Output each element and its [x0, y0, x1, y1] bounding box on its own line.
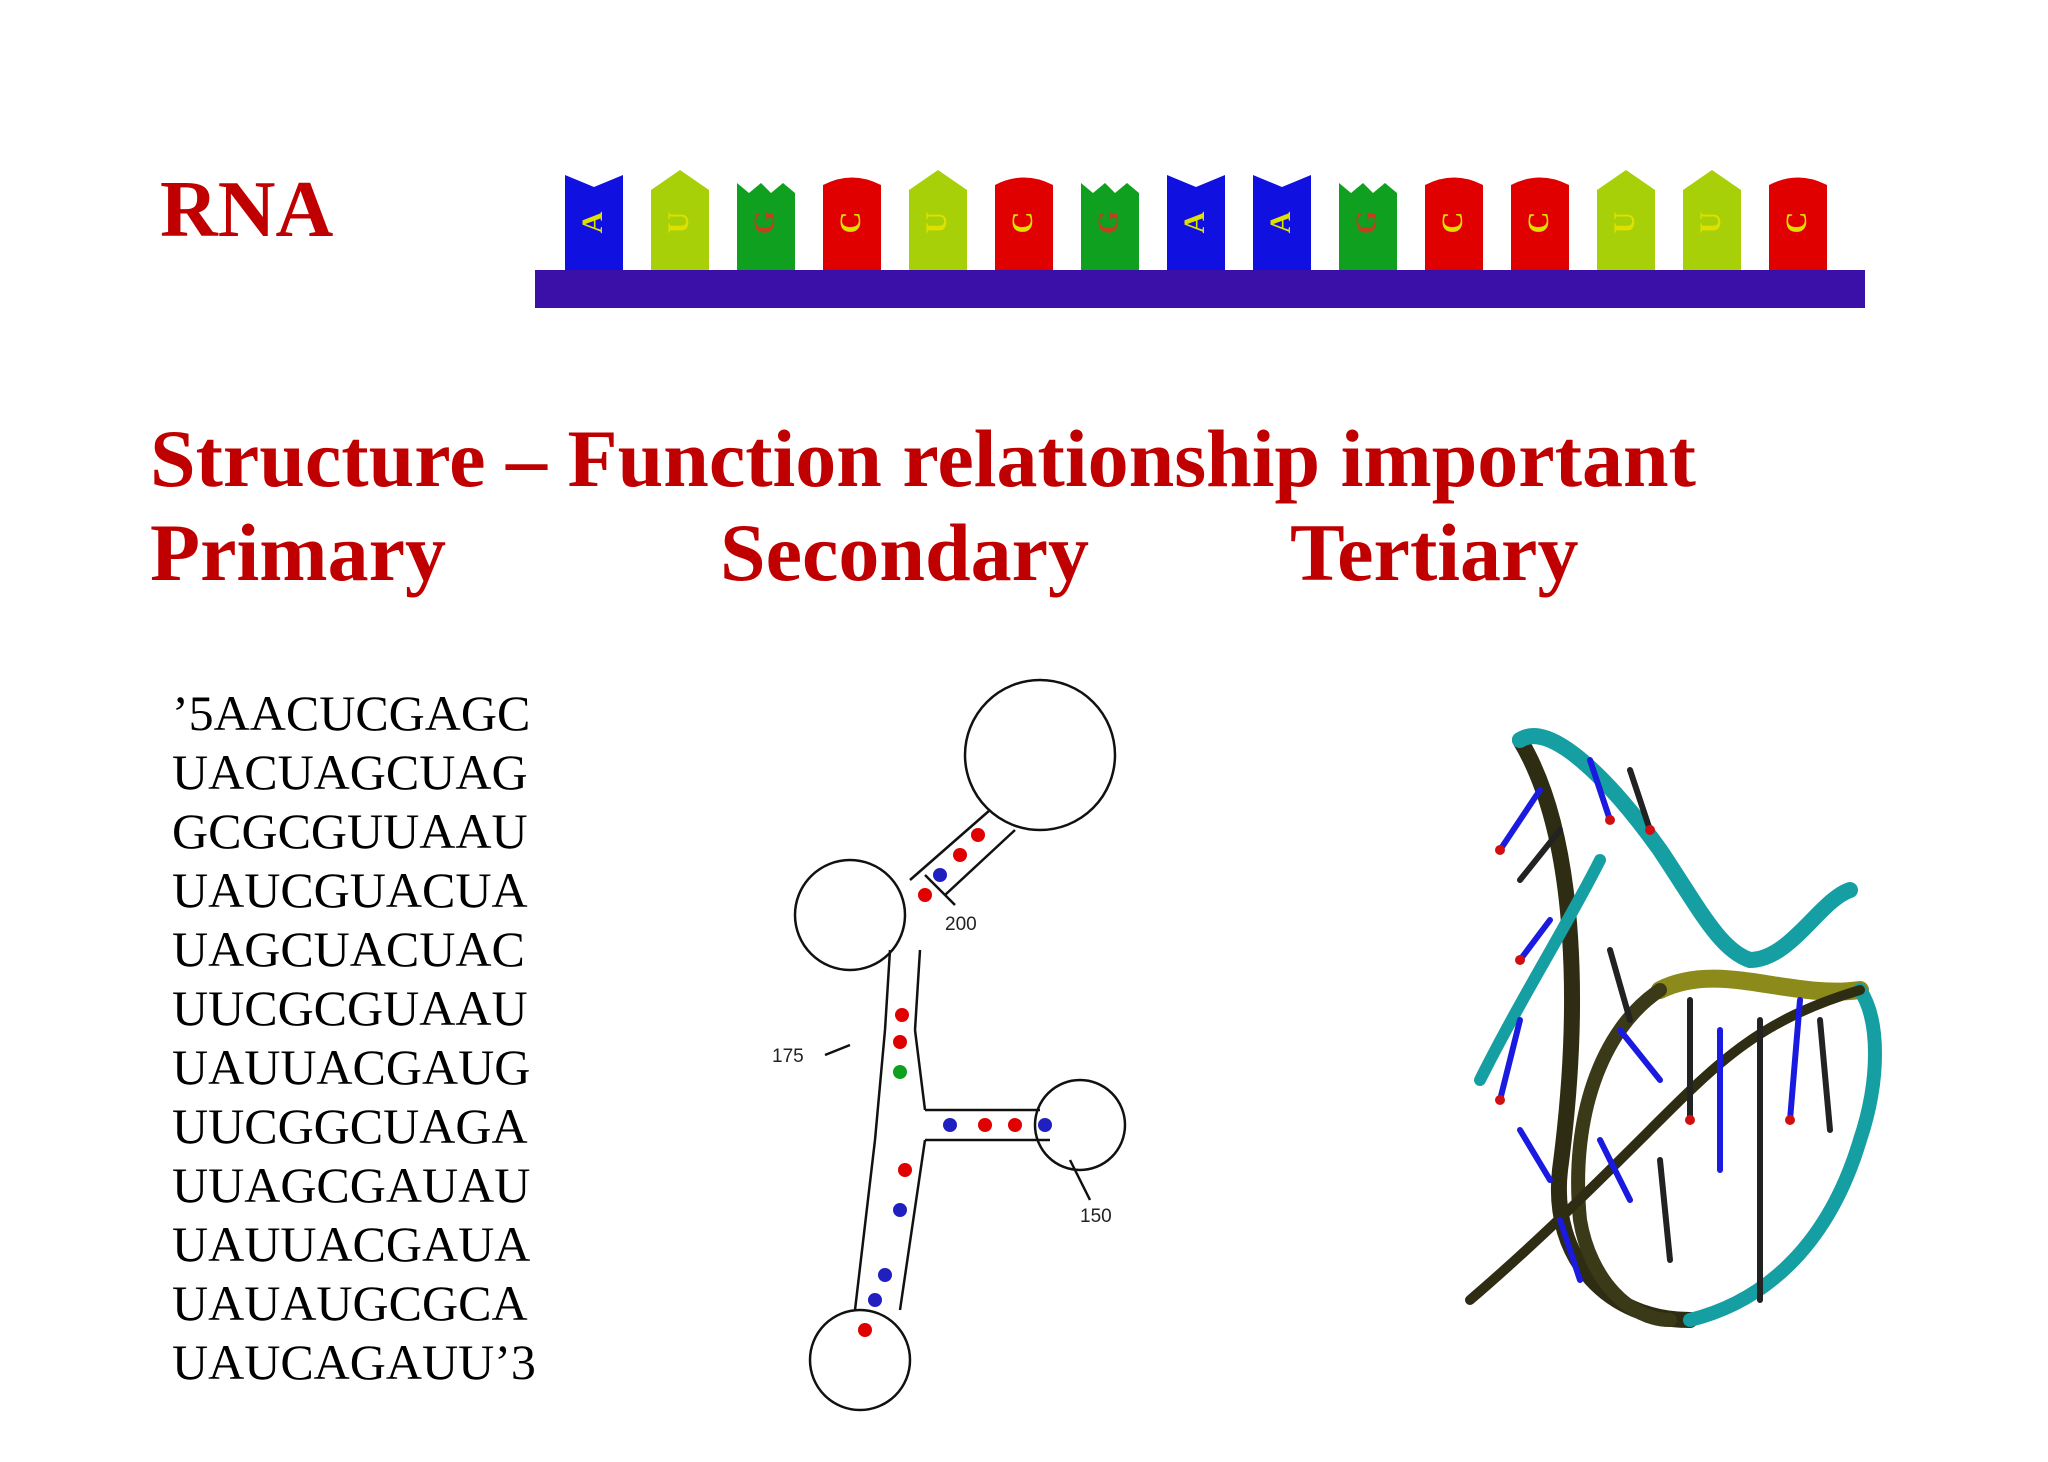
nucleotide-G: G	[737, 183, 795, 270]
nucleotide-C: C	[823, 177, 881, 270]
position-label-200: 200	[945, 914, 977, 935]
structure-function-heading: Structure – Function relationship import…	[150, 413, 1696, 504]
base-pair-dots	[858, 828, 1052, 1337]
nucleotide-C: C	[1769, 177, 1827, 270]
primary-label: Primary	[150, 507, 446, 598]
nucleotide-U: U	[651, 170, 709, 270]
tertiary-bases	[1497, 757, 1833, 1303]
nucleotide-letter: A	[1264, 211, 1297, 233]
slide-title: RNA	[160, 166, 334, 254]
secondary-label: Secondary	[720, 507, 1089, 598]
sequence-line: ’5AACUCGAGC	[172, 685, 531, 741]
nucleotide-letter: U	[1608, 212, 1641, 234]
tertiary-structure-illustration	[1465, 728, 1882, 1328]
structure-backbone	[793, 678, 1127, 1412]
nucleotide-C: C	[1511, 177, 1569, 270]
sequence-line: UAUAUGCGCA	[172, 1275, 528, 1331]
sequence-line: UAUUACGAUG	[172, 1039, 531, 1095]
nucleotide-U: U	[1683, 170, 1741, 270]
nucleotide-U: U	[1597, 170, 1655, 270]
sequence-line: UAUCGUACUA	[172, 862, 528, 918]
secondary-structure-diagram: 200 175 150	[772, 678, 1127, 1412]
nucleotide-C: C	[1425, 177, 1483, 270]
position-label-150: 150	[1080, 1206, 1112, 1227]
tertiary-label: Tertiary	[1290, 507, 1579, 598]
nucleotide-letter: G	[1350, 211, 1383, 234]
nucleotide-letter: A	[576, 211, 609, 233]
nucleotide-G: G	[1339, 183, 1397, 270]
nucleotide-A: A	[565, 175, 623, 270]
nucleotide-letter: C	[1006, 212, 1039, 234]
nucleotide-A: A	[1253, 175, 1311, 270]
nucleotide-C: C	[995, 177, 1053, 270]
sequence-line: UAGCUACUAC	[172, 921, 525, 977]
nucleotide-letter: C	[1436, 212, 1469, 234]
nucleotide-letter: U	[1694, 212, 1727, 234]
nucleotide-letter: C	[1522, 212, 1555, 234]
nucleotide-letter: A	[1178, 211, 1211, 233]
sequence-line: UUCGCGUAAU	[172, 980, 528, 1036]
sequence-line: GCGCGUUAAU	[172, 803, 528, 859]
nucleotide-letter: C	[834, 212, 867, 234]
position-label-175: 175	[772, 1046, 804, 1067]
sequence-line: UUAGCGAUAU	[172, 1157, 531, 1213]
tertiary-oxygens	[1495, 815, 1795, 1125]
nucleotide-letter: G	[1092, 211, 1125, 234]
nucleotide-U: U	[909, 170, 967, 270]
nucleotide-letter: C	[1780, 212, 1813, 234]
sequence-line: UAUUACGAUA	[172, 1216, 531, 1272]
tertiary-ribbons	[1465, 728, 1882, 1328]
sequence-line: UACUAGCUAG	[172, 744, 528, 800]
primary-sequence: ’5AACUCGAGC UACUAGCUAG GCGCGUUAAU UAUCGU…	[172, 684, 536, 1392]
rna-backbone	[535, 270, 1865, 308]
nucleotide-A: A	[1167, 175, 1225, 270]
nucleotide-letter: U	[920, 212, 953, 234]
nucleotide-G: G	[1081, 183, 1139, 270]
nucleotide-letter: U	[662, 212, 695, 234]
nucleotide-letter: G	[748, 211, 781, 234]
sequence-line: UUCGGCUAGA	[172, 1098, 528, 1154]
sequence-line: UAUCAGAUU’3	[172, 1334, 536, 1390]
